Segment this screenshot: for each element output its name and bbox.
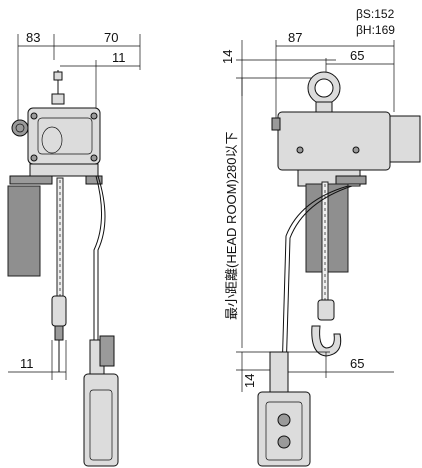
- pendant-button-down-icon: [277, 435, 291, 449]
- dim-11-lower: 11: [20, 356, 34, 371]
- headroom-label: 最小距離(HEAD ROOM)280以下: [224, 131, 239, 320]
- dim-83: 83: [26, 30, 40, 45]
- dim-65-bottom: 65: [350, 356, 364, 371]
- pendant-switch-right: [257, 391, 311, 467]
- dim-70: 70: [104, 30, 118, 45]
- right-view: βS:152 βH:169 87 65 14 最小距離(HEAD ROOM)28…: [220, 7, 421, 467]
- chain-bucket-left: [7, 185, 41, 277]
- spec-h: βH:169: [356, 23, 395, 37]
- dim-11-upper: 11: [112, 50, 126, 65]
- left-view: 83 70 11: [7, 30, 141, 467]
- dim-65-top: 65: [350, 48, 364, 63]
- dim-14-bottom: 14: [242, 374, 257, 388]
- dim-14-top: 14: [220, 50, 235, 64]
- spec-s: βS:152: [356, 7, 395, 21]
- pendant-switch-left: [83, 373, 119, 467]
- hoist-body-left: [27, 107, 101, 165]
- load-chain-left: [56, 177, 64, 299]
- hoist-body-right: [277, 111, 391, 171]
- pendant-button-up-icon: [277, 413, 291, 427]
- dim-87: 87: [288, 30, 302, 45]
